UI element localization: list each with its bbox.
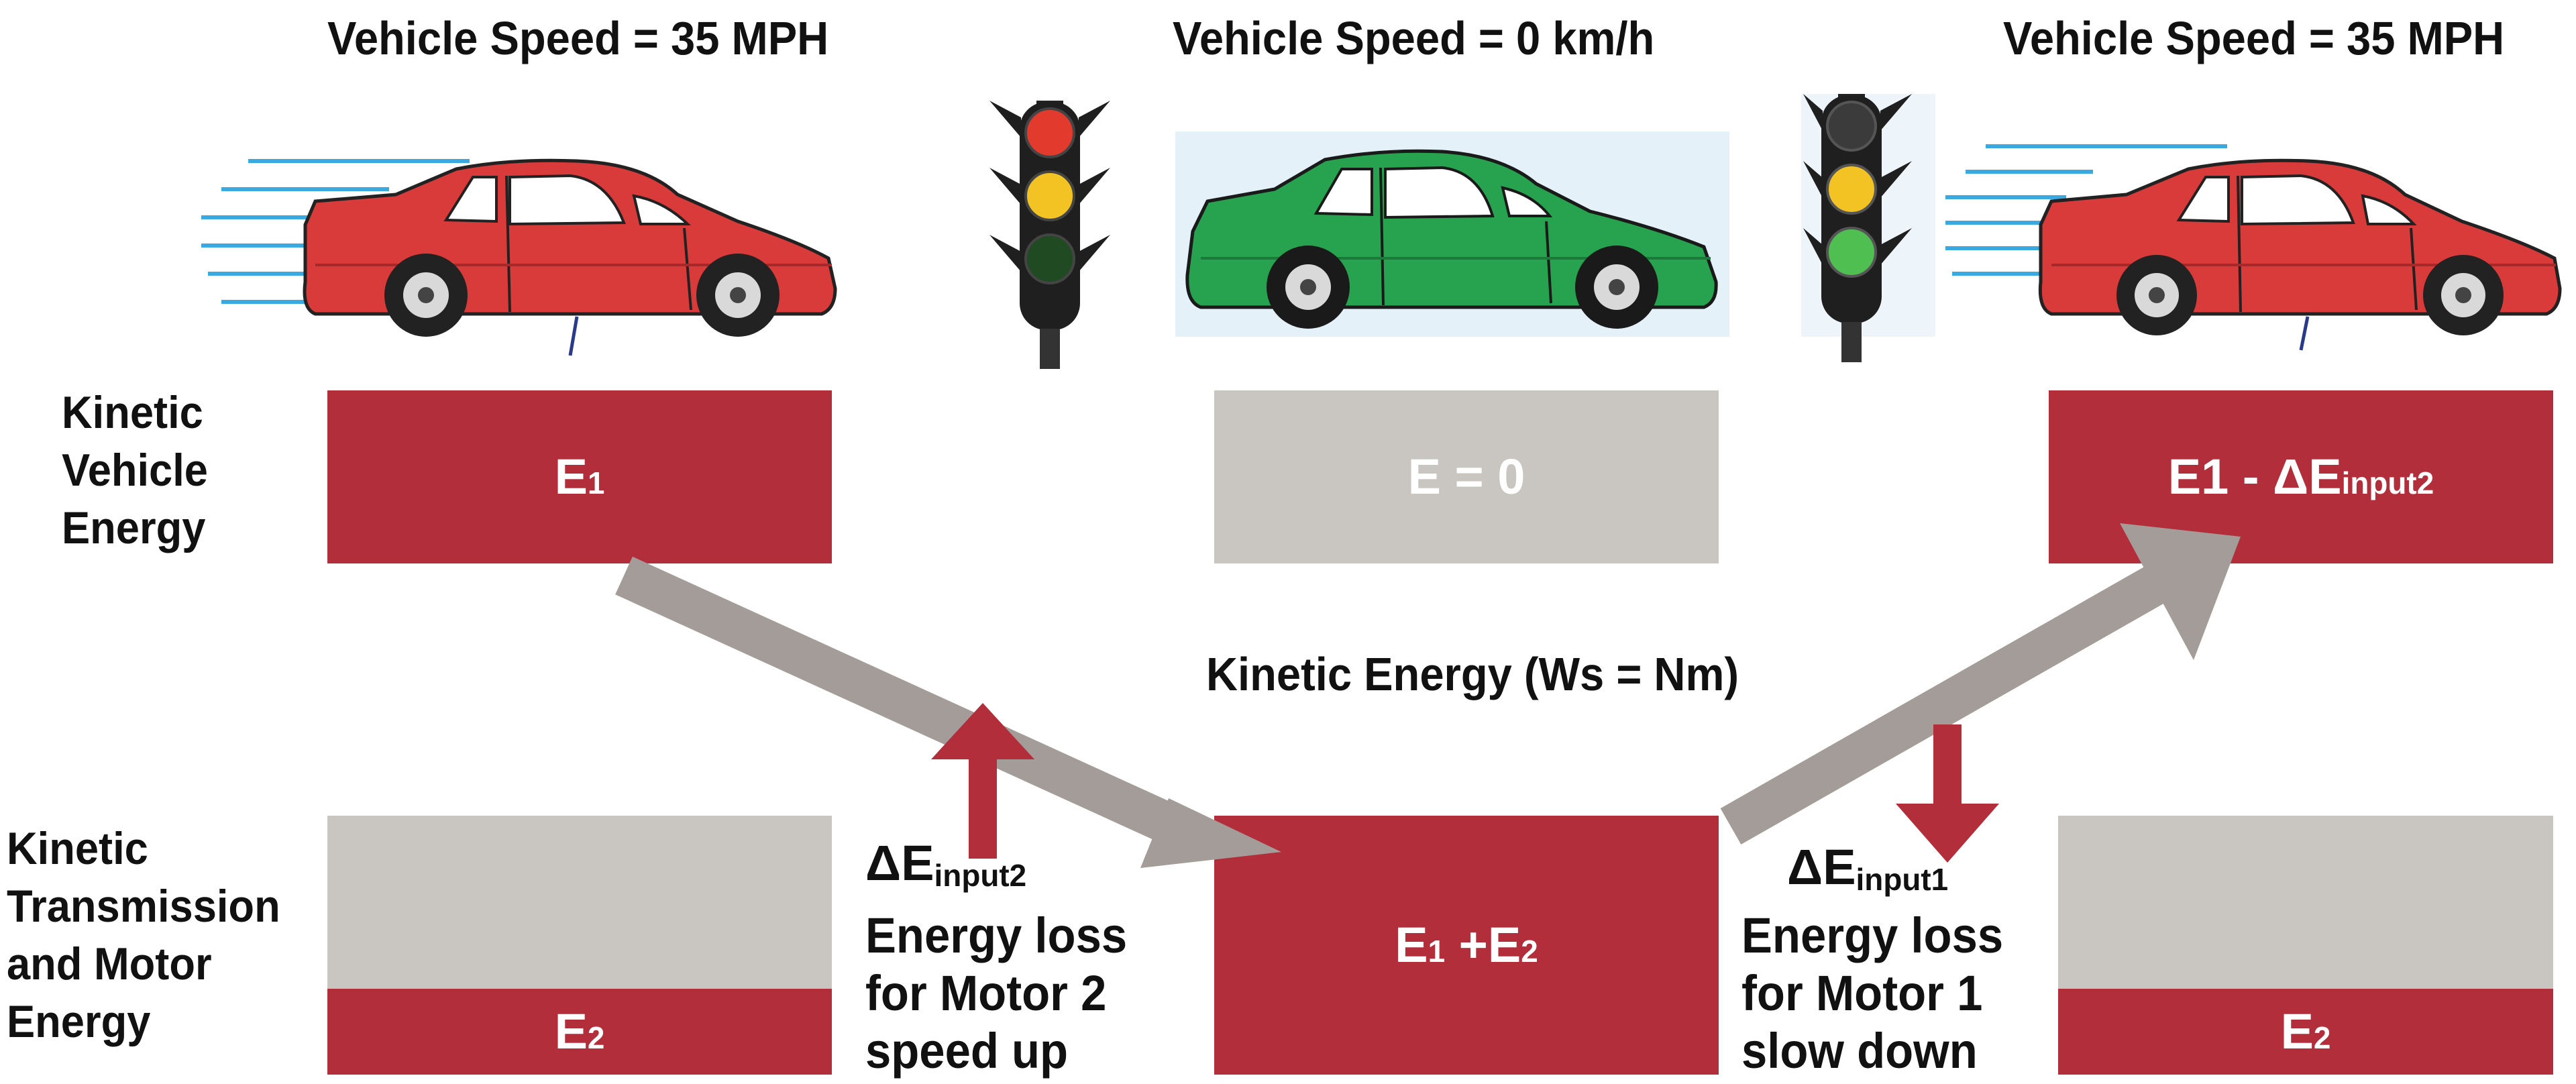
row-label-line: and Motor [7,938,212,989]
row-label-vehicle-energy: Kinetic Vehicle Energy [62,384,208,557]
box-main-text: E = 0 [1407,449,1525,504]
delta-sub: input1 [1856,862,1949,898]
loss-text-motor1: Energy loss for Motor 1 slow down [1741,907,2003,1080]
loss-line: slow down [1741,1023,1978,1079]
row-label-line: Energy [7,996,151,1047]
loss-line: Energy loss [1741,908,2004,963]
loss-arrow-up-icon [931,703,1034,859]
box-main-text: +E [1445,917,1521,973]
box-main-text: E [2280,1004,2314,1059]
box-sub-text: input2 [2341,466,2434,500]
box-main-text: E1 - ΔE [2167,449,2342,504]
speed-label-left: Vehicle Speed = 35 MPH [327,12,829,64]
delta-main: ΔE [1787,839,1856,895]
box-sub-text: 2 [2313,1020,2331,1055]
box-sub-text: 1 [1428,934,1446,969]
box-bottom-middle-fill [1214,816,1719,1075]
loss-arrow-down-icon [1896,724,1999,863]
box-bottom-left-gray [327,816,832,989]
loss-line: for Motor 2 [865,965,1107,1021]
speed-label-middle: Vehicle Speed = 0 km/h [1173,12,1655,64]
box-top-middle-label: E = 0 [1214,390,1719,563]
loss-line: for Motor 1 [1741,965,1983,1021]
box-top-middle-fill [1214,390,1719,563]
flow-arrow-down [615,556,1281,868]
box-main-text: E [1395,917,1428,973]
flow-arrow-up [1720,523,2241,845]
box-sub-text: 2 [1521,934,1538,969]
row-label-line: Vehicle [62,445,208,496]
loss-text-motor2: Energy loss for Motor 2 speed up [865,907,1127,1080]
row-label-line: Kinetic [62,387,203,438]
traffic-light-green-icon [1801,94,1935,362]
loss-line: speed up [865,1023,1069,1079]
delta-e-input1: ΔEinput1 [1787,843,1948,896]
car-moving-icon [191,127,855,356]
row-label-transmission-energy: Kinetic Transmission and Motor Energy [7,820,280,1050]
car-stopped-icon [1175,131,1729,337]
box-main-text: E [554,1004,588,1059]
speed-label-right: Vehicle Speed = 35 MPH [2003,12,2505,64]
box-sub-text: 2 [587,1020,605,1055]
box-sub-text: 1 [587,466,605,500]
car-moving-icon [1939,127,2569,351]
box-main-text: E [554,449,588,504]
delta-main: ΔE [865,835,934,891]
delta-e-input2: ΔEinput2 [865,838,1026,891]
loss-line: Energy loss [865,908,1128,963]
row-label-line: Kinetic [7,823,148,874]
row-label-line: Energy [62,502,206,553]
box-bottom-right-fill [2058,989,2553,1075]
row-label-line: Transmission [7,881,280,932]
box-top-left-fill [327,390,832,563]
box-bottom-left-fill [327,989,832,1075]
box-bottom-right-gray [2058,816,2553,989]
delta-sub: input2 [934,858,1027,893]
center-title: Kinetic Energy (Ws = Nm) [1206,648,1739,700]
traffic-light-red-icon [989,101,1110,369]
